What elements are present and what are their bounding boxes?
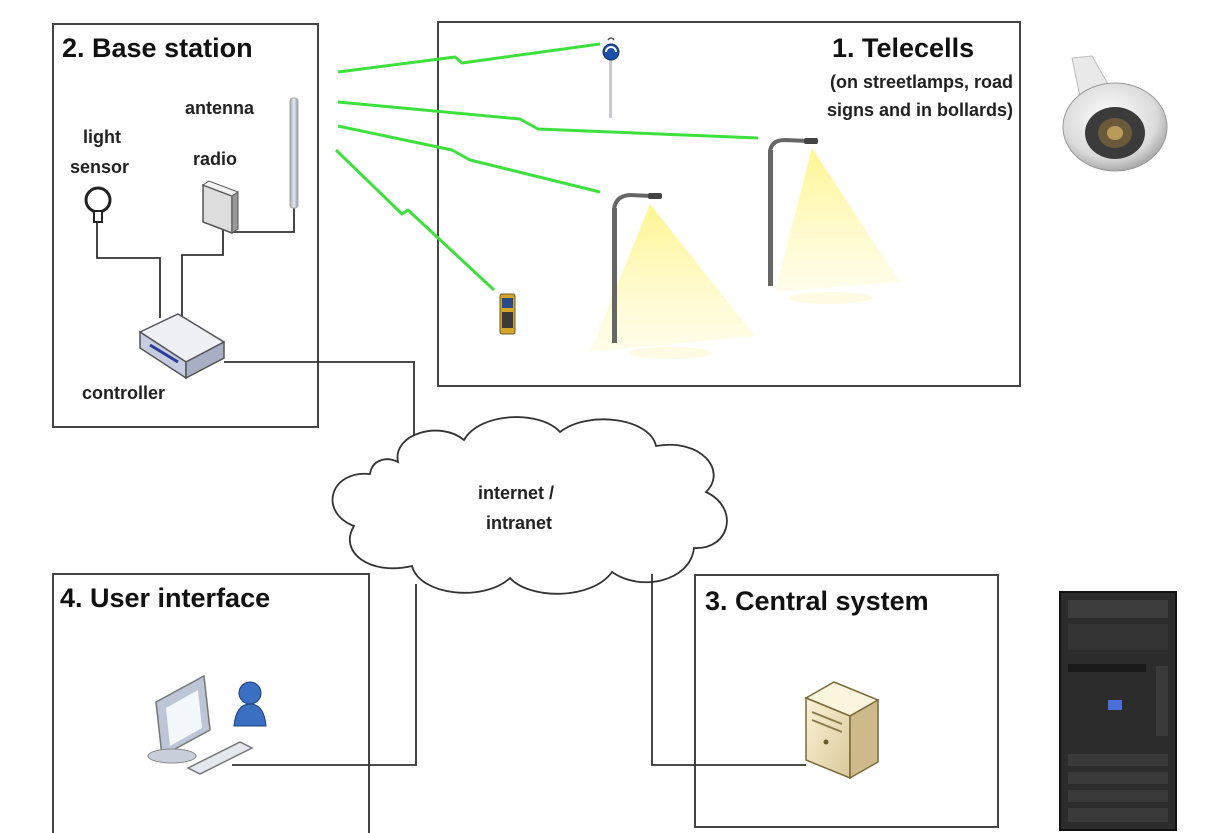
user-icon (233, 681, 267, 727)
base-station-wiring (96, 205, 295, 318)
pc-tower-icon (1059, 591, 1177, 831)
cloud-icon (331, 416, 728, 595)
road-sign-icon (602, 37, 620, 118)
light-sensor-label-line1: light (83, 127, 121, 147)
wireless-link-bollard (334, 148, 496, 292)
workstation-icon (147, 674, 254, 775)
radio-icon (201, 180, 240, 235)
controller-icon (138, 313, 226, 380)
user-interface-title: 4. User interface (60, 583, 271, 613)
network-label-line2: intranet (486, 513, 553, 533)
network-ui-line (232, 584, 417, 766)
bollard-icon (499, 293, 516, 335)
streetlamp-icon (768, 137, 900, 304)
base-station-title: 2. Base station (62, 33, 253, 63)
wireless-link-road-sign (337, 42, 601, 74)
central-system-title: 3. Central system (705, 586, 929, 616)
wireless-links (334, 42, 759, 292)
controller-network-line (224, 361, 415, 440)
wireless-link-far-lamp (337, 100, 759, 140)
network-central-line (651, 574, 806, 766)
telecell-device-icon (1062, 55, 1168, 172)
light-sensor-icon (84, 186, 112, 223)
radio-label: radio (193, 149, 238, 169)
network-label-line1: internet / (478, 483, 555, 503)
antenna-icon (289, 97, 299, 209)
telecells-subtitle-line1: (on streetlamps, road (829, 72, 1013, 92)
telecells-title: 1. Telecells (832, 33, 975, 63)
antenna-label: antenna (185, 98, 255, 118)
wireless-link-near-lamp (337, 124, 601, 194)
server-icon (804, 681, 880, 780)
light-sensor-label-line2: sensor (70, 157, 130, 177)
telecells-subtitle-line2: signs and in bollards) (826, 100, 1013, 120)
user-interface-box (52, 573, 370, 833)
streetlamp-icon (590, 192, 755, 359)
controller-label: controller (82, 383, 166, 403)
